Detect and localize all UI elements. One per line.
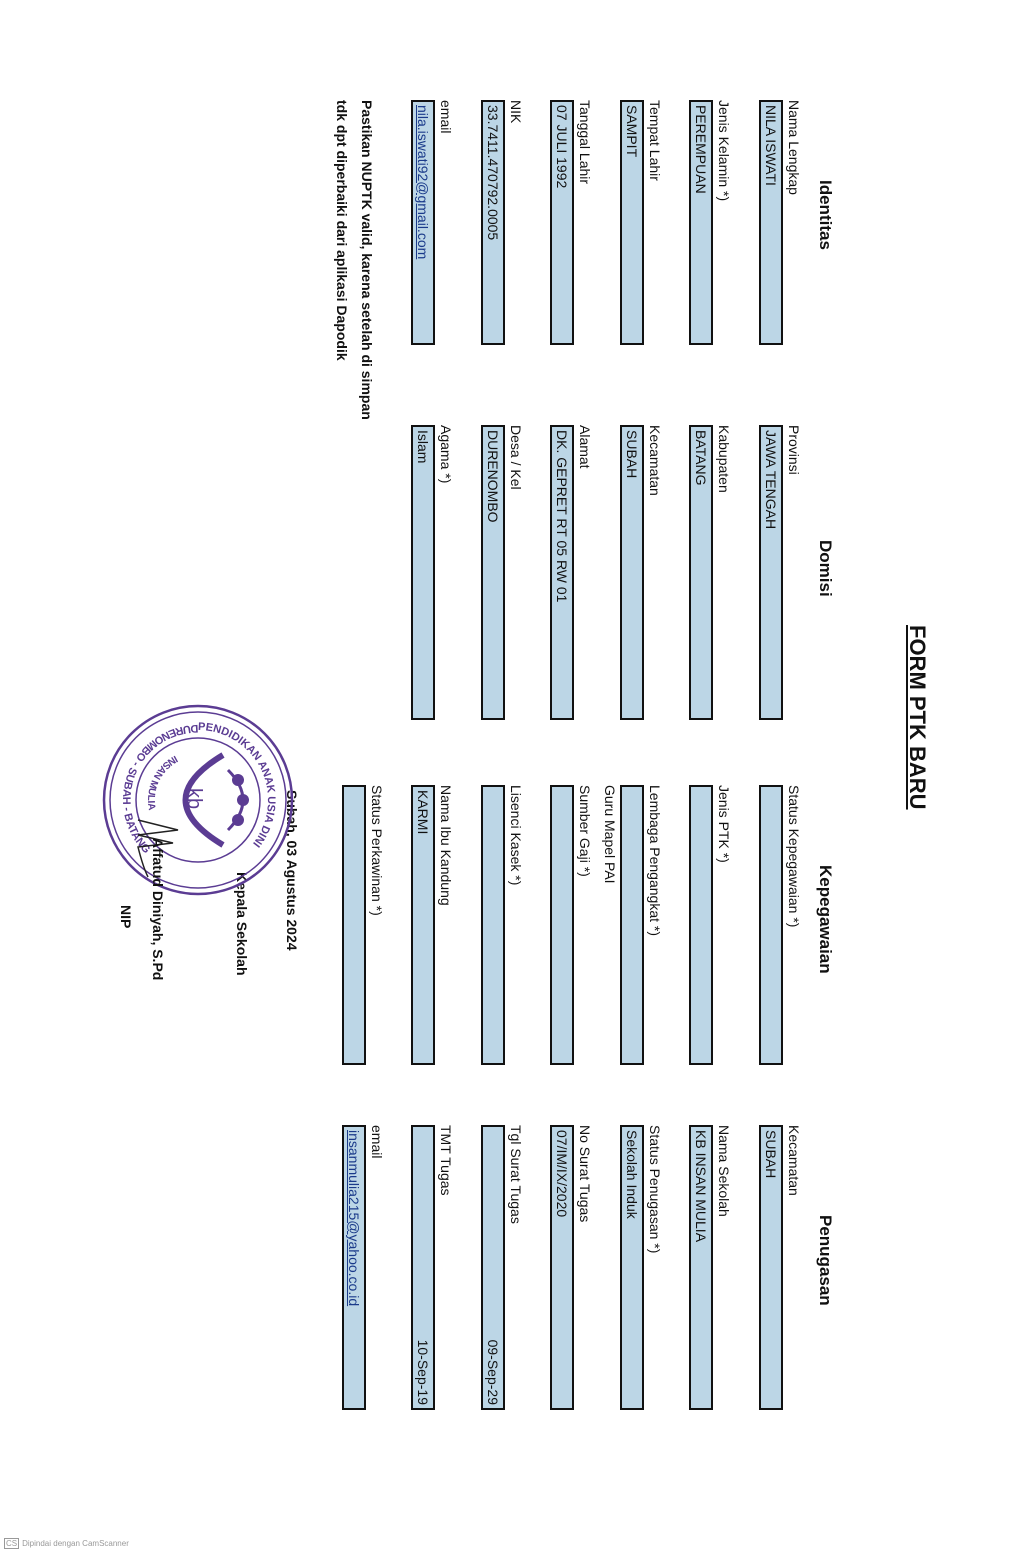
field-value: 10-Sep-19 [415, 1339, 432, 1405]
field-value: BATANG [693, 430, 710, 486]
field-value: DURENOMBO [485, 430, 501, 523]
field-input[interactable]: BATANG [689, 425, 714, 720]
field-input[interactable] [689, 785, 714, 1065]
camscanner-logo-icon: CS [4, 1538, 20, 1549]
field-input[interactable]: 07 JULI 1992 [550, 100, 575, 345]
field-label: No Surat Tugas [577, 1125, 594, 1223]
field-input[interactable]: JAWA TENGAH [759, 425, 783, 720]
field-value: DK. GEPRET RT 05 RW 01 [554, 430, 571, 603]
field-input[interactable]: SAMPIT [620, 100, 644, 345]
section-heading-identitas: Identitas [816, 180, 835, 250]
field-label: Tanggal Lahir [577, 100, 594, 185]
field-value: KARMI [415, 790, 432, 835]
field-input[interactable]: SUBAH [620, 425, 644, 720]
field-label: Desa / Kel [508, 425, 524, 490]
field-input[interactable]: PEREMPUAN [689, 100, 714, 345]
field-input[interactable]: 33.7411.470792.0005 [481, 100, 505, 345]
field-value: NILA ISWATI [763, 105, 779, 186]
form-title: FORM PTK BARU [905, 625, 930, 810]
scanner-footer: CS Dipindai dengan CamScanner [4, 1538, 129, 1549]
signer-name: Affatud Diniyah, S.Pd [150, 838, 166, 981]
lembaga-note: Guru Mapel PAI [602, 785, 618, 884]
field-label: NIK [508, 100, 524, 124]
field-input[interactable]: DK. GEPRET RT 05 RW 01 [550, 425, 575, 720]
field-value: Islam [415, 430, 432, 464]
field-label: Status Penugasan *) [647, 1125, 663, 1254]
field-value: 07 JULI 1992 [554, 105, 571, 189]
field-label: email [369, 1125, 385, 1159]
field-input[interactable]: KB INSAN MULIA [689, 1125, 714, 1410]
scanner-footer-text: Dipindai dengan CamScanner [22, 1539, 129, 1548]
note-line-2: tdk dpt diperbaiki dari aplikasi Dapodik [334, 100, 350, 361]
field-input[interactable]: nila.iswati92@gmail.com [411, 100, 436, 345]
section-heading-domisili: Domisi [816, 540, 835, 597]
field-input[interactable]: 09-Sep-29 [481, 1125, 505, 1410]
field-value: KB INSAN MULIA [693, 1130, 710, 1243]
field-value[interactable]: nila.iswati92@gmail.com [415, 105, 432, 260]
field-value: JAWA TENGAH [763, 430, 779, 530]
school-stamp: kb PENDIDIKAN ANAK USIA DINI DURENOMBO -… [102, 704, 294, 896]
field-input[interactable]: DURENOMBO [481, 425, 505, 720]
signer-nip: NIP [118, 905, 134, 929]
field-label: Jenis Kelamin *) [716, 100, 733, 202]
field-value: 33.7411.470792.0005 [485, 105, 501, 241]
field-value: 07/IM/IX/2020 [554, 1130, 571, 1218]
field-input[interactable]: 07/IM/IX/2020 [550, 1125, 575, 1410]
field-label: Provinsi [786, 425, 802, 475]
field-label: Kabupaten [716, 425, 733, 493]
field-value: 09-Sep-29 [485, 1339, 501, 1405]
handwritten-signature [137, 819, 179, 878]
field-value: SUBAH [624, 430, 640, 479]
field-label: Alamat [577, 425, 594, 469]
field-label: Agama *) [438, 425, 455, 484]
field-input[interactable] [342, 785, 366, 1065]
field-label: Nama Lengkap [786, 100, 802, 195]
field-label: Lembaga Pengangkat *) [647, 785, 663, 936]
field-input[interactable]: insanmulia215@yahoo.co.id [342, 1125, 366, 1410]
field-input[interactable] [550, 785, 575, 1065]
field-input[interactable]: SUBAH [759, 1125, 783, 1410]
svg-text:kb: kb [183, 788, 205, 809]
field-label: Tgl Surat Tugas [508, 1125, 524, 1224]
field-input[interactable] [481, 785, 505, 1065]
field-label: Status Perkawinan *) [369, 785, 385, 916]
field-label: Jenis PTK *) [716, 785, 733, 863]
section-heading-kepegawaian: Kepegawaian [816, 865, 835, 974]
field-input[interactable] [759, 785, 783, 1065]
field-label: Kecamatan [786, 1125, 802, 1196]
field-label: Nama Ibu Kandung [438, 785, 455, 906]
field-value: SUBAH [763, 1130, 779, 1179]
field-input[interactable] [620, 785, 644, 1065]
field-label: Lisenci Kasek *) [508, 785, 524, 886]
field-label: email [438, 100, 455, 134]
field-value: SAMPIT [624, 105, 640, 158]
field-value[interactable]: insanmulia215@yahoo.co.id [346, 1130, 362, 1307]
field-label: Nama Sekolah [716, 1125, 733, 1217]
field-label: Tempat Lahir [647, 100, 663, 181]
section-heading-penugasan: Penugasan [816, 1215, 835, 1306]
field-label: Kecamatan [647, 425, 663, 496]
field-value: PEREMPUAN [693, 105, 710, 194]
field-input[interactable]: KARMI [411, 785, 436, 1065]
field-label: Status Kepegawaian *) [786, 785, 802, 928]
field-input[interactable]: NILA ISWATI [759, 100, 783, 345]
field-label: TMT Tugas [438, 1125, 455, 1196]
field-value: Sekolah Induk [624, 1130, 640, 1219]
field-input[interactable]: Sekolah Induk [620, 1125, 644, 1410]
note-line-1: Pastikan NUPTK valid, karena setelah di … [359, 100, 375, 420]
field-label: Sumber Gaji *) [577, 785, 594, 877]
field-input[interactable]: 10-Sep-19 [411, 1125, 436, 1410]
field-input[interactable]: Islam [411, 425, 436, 720]
